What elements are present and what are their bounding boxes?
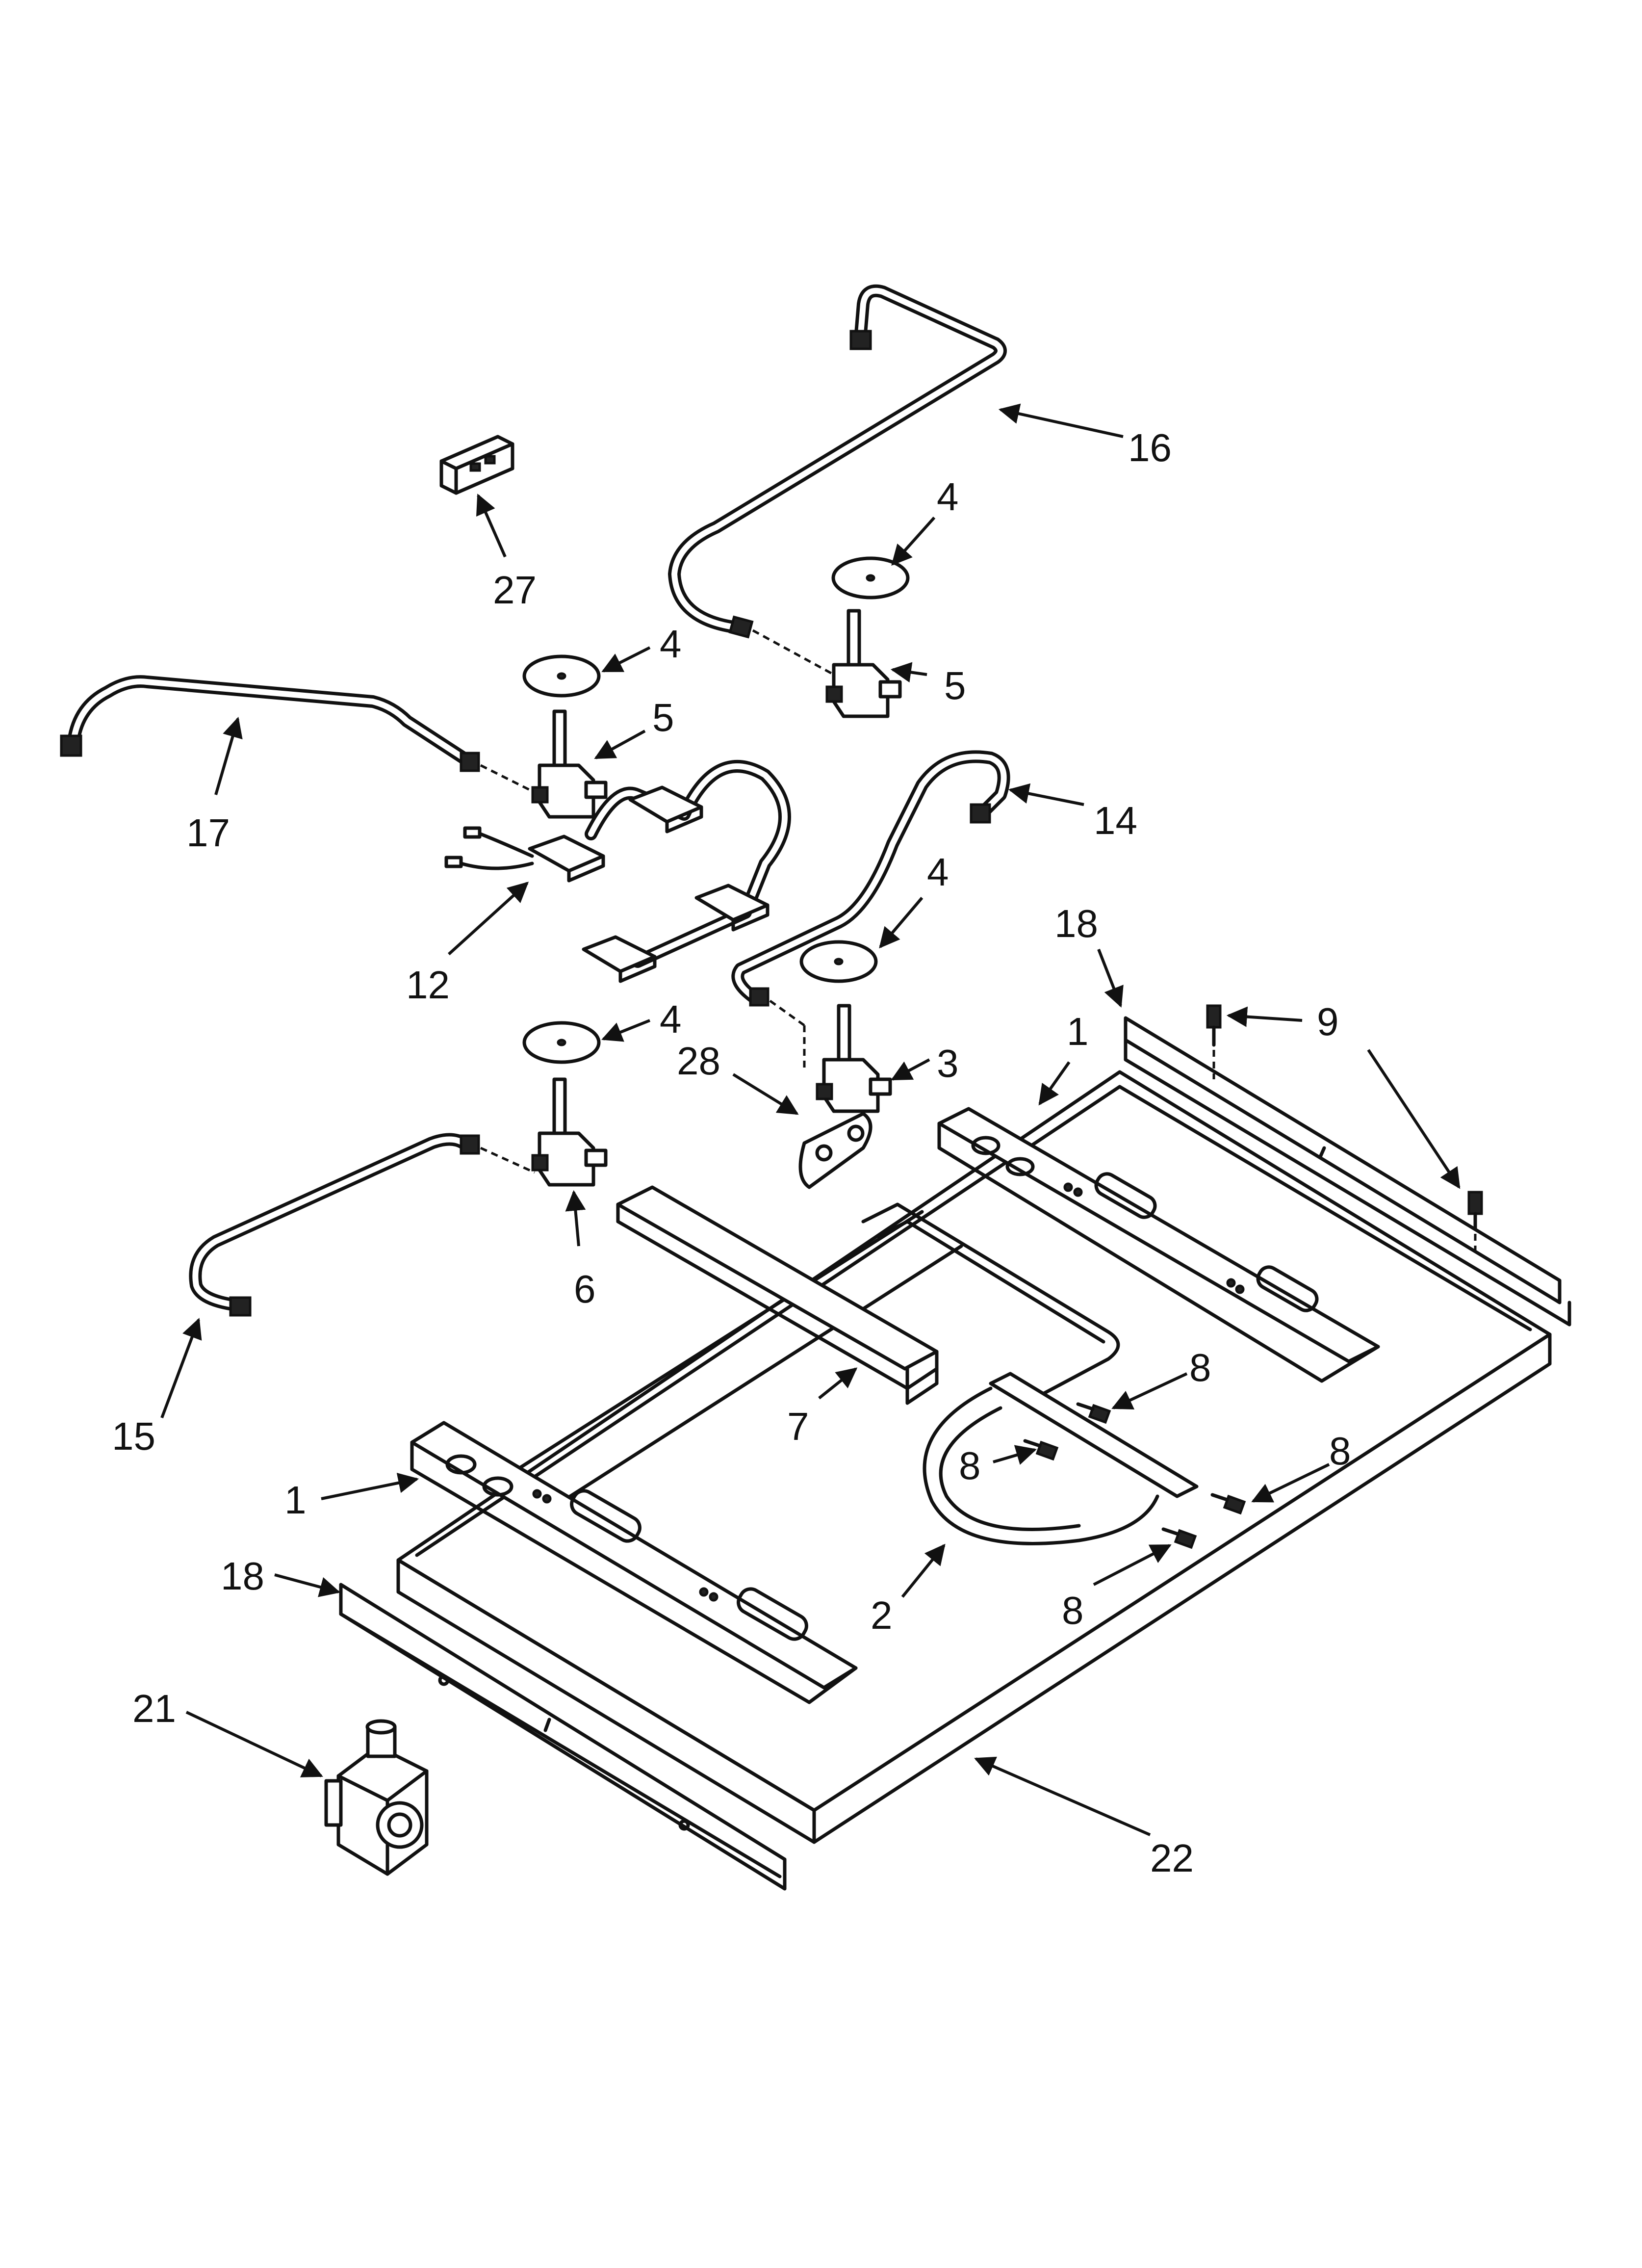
callout-18: 18	[221, 1554, 264, 1598]
screw-part-9-a	[1206, 1004, 1222, 1079]
valve-part-5-upper	[825, 609, 902, 718]
pressure-regulator-part-21	[324, 1719, 429, 1876]
support-part-7	[616, 1185, 939, 1405]
burner-box-part-22	[396, 1070, 1552, 1844]
callout-8: 8	[1062, 1589, 1084, 1632]
screw-part-8-b	[1023, 1439, 1059, 1461]
callout-labels: 16 27 4 5 4 5 17 14 12 4 18 4 1 9 3 28 6…	[112, 426, 1351, 1880]
callout-5: 5	[944, 664, 966, 707]
burner-bracket-part-1-lower	[410, 1421, 858, 1704]
channel-part-18-left	[339, 1583, 787, 1891]
callout-16: 16	[1128, 426, 1172, 469]
callout-4: 4	[927, 850, 949, 894]
callout-14: 14	[1094, 799, 1137, 842]
callout-27: 27	[493, 568, 537, 612]
gasket-part-28	[798, 1112, 872, 1189]
valve-part-6	[531, 1077, 608, 1187]
callout-28: 28	[677, 1039, 720, 1083]
disc-part-4-c	[799, 940, 878, 983]
channel-part-18-right	[1124, 1016, 1571, 1327]
gas-tube-part-15	[189, 1133, 536, 1317]
screw-part-8-a	[1076, 1402, 1111, 1424]
callout-15: 15	[112, 1414, 155, 1458]
callout-4: 4	[660, 622, 682, 666]
callout-18: 18	[1054, 902, 1098, 945]
disc-part-4-a	[831, 556, 910, 600]
callout-7: 7	[787, 1405, 809, 1448]
callout-6: 6	[574, 1267, 596, 1311]
callout-1: 1	[1067, 1010, 1089, 1053]
valve-part-5-left	[531, 709, 608, 819]
disc-part-4-d	[522, 1021, 601, 1064]
callout-4: 4	[660, 997, 682, 1041]
screw-part-8-c	[1210, 1493, 1246, 1515]
burner-bracket-part-1-upper	[937, 1107, 1380, 1383]
callout-8: 8	[1189, 1346, 1211, 1389]
igniter-harness-part-12	[444, 760, 791, 983]
disc-part-4-b	[522, 654, 601, 698]
valve-part-3	[816, 1004, 892, 1113]
gas-tube-part-14	[731, 750, 1010, 1069]
callout-17: 17	[186, 811, 230, 855]
callout-12: 12	[406, 963, 450, 1007]
callout-3: 3	[937, 1042, 959, 1085]
callout-2: 2	[871, 1593, 893, 1637]
screw-part-9-b	[1467, 1191, 1483, 1256]
callout-22: 22	[1150, 1836, 1194, 1880]
gas-tube-part-16	[668, 284, 1007, 676]
callout-8: 8	[959, 1444, 981, 1487]
callout-5: 5	[652, 696, 674, 739]
gas-tube-part-17	[60, 675, 531, 791]
crossover-tube-part-2	[861, 1202, 1199, 1545]
screw-part-8-d	[1161, 1527, 1197, 1549]
callout-8: 8	[1329, 1429, 1351, 1473]
callout-1: 1	[284, 1478, 307, 1522]
spark-module-part-27	[439, 435, 514, 495]
leader-lines	[160, 403, 1461, 1836]
callout-21: 21	[132, 1687, 176, 1730]
callout-4: 4	[937, 475, 959, 519]
callout-9: 9	[1317, 1000, 1339, 1043]
